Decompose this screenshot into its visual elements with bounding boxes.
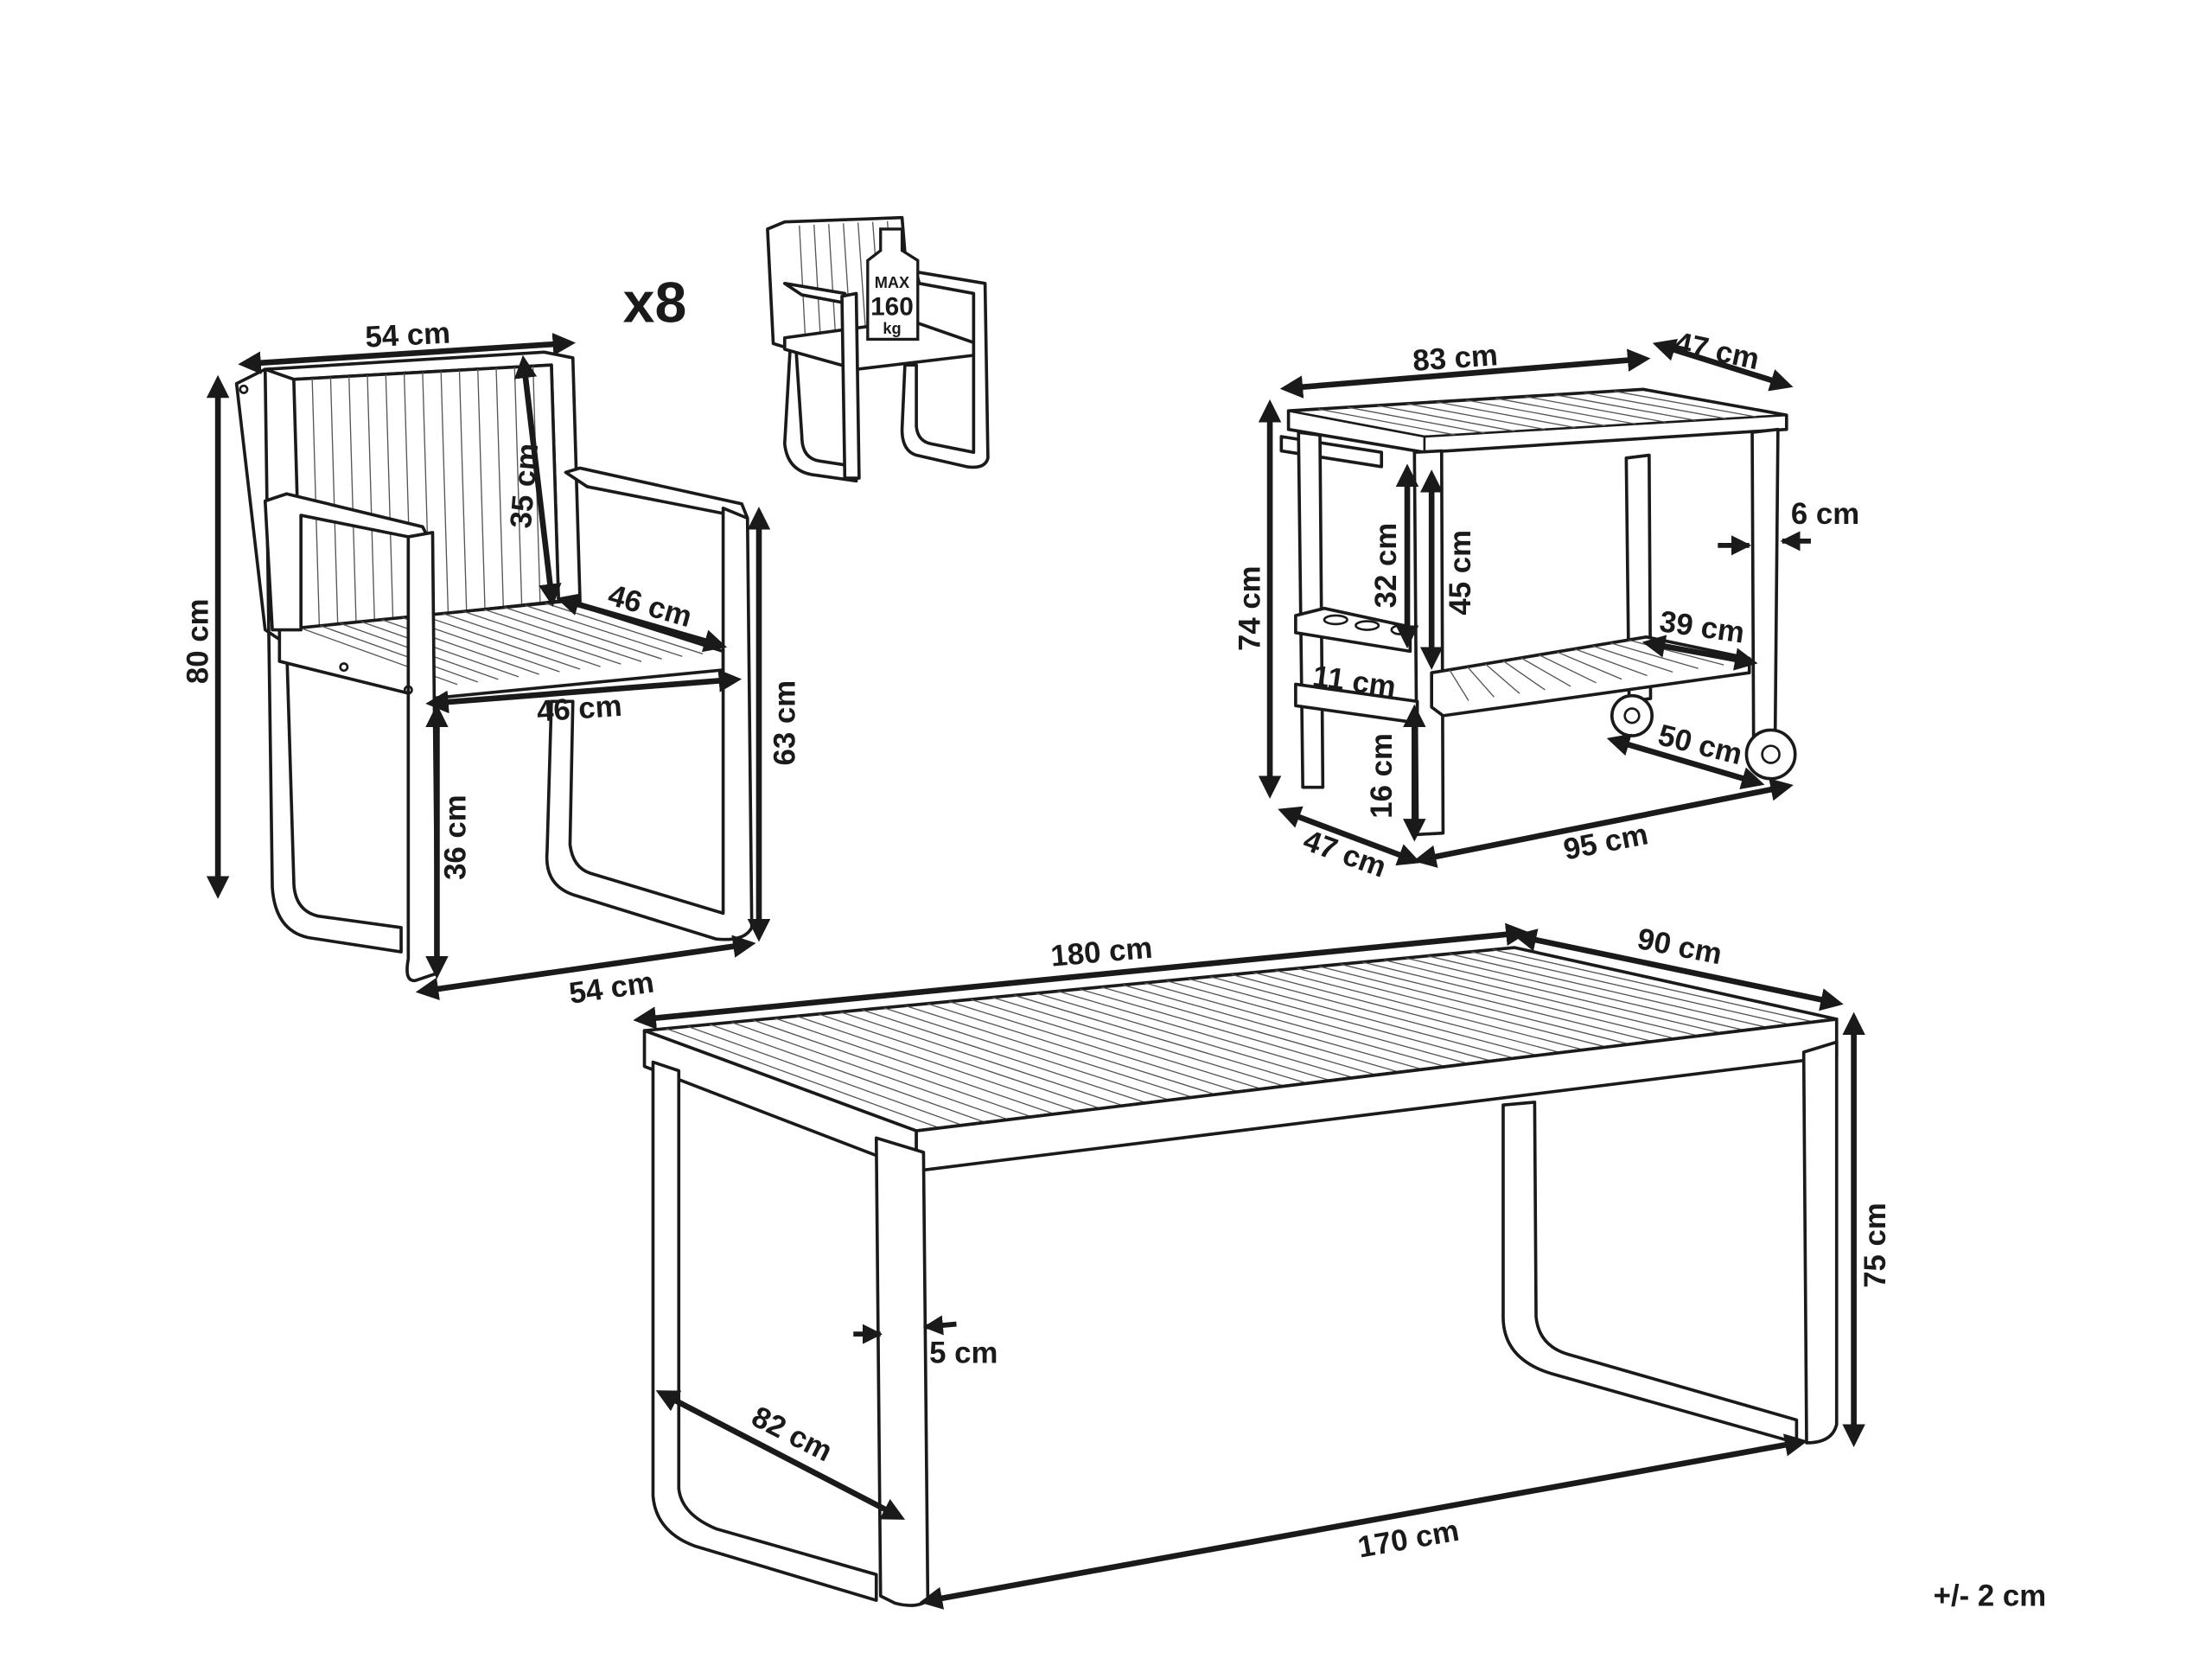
- dim-label: 45 cm: [1444, 530, 1477, 616]
- dim-label: 47 cm: [1672, 327, 1762, 377]
- slat-line: [1520, 657, 1571, 687]
- dim-label: 35 cm: [505, 442, 545, 530]
- slat-line: [1554, 393, 1697, 422]
- slat-line: [385, 373, 394, 620]
- slat-line: [753, 1019, 1032, 1118]
- dim-label: 6 cm: [1791, 498, 1859, 531]
- dim-label: 80 cm: [182, 598, 215, 684]
- slat-line: [1502, 660, 1546, 691]
- slat-line: [1484, 663, 1520, 694]
- max-load-value: 160: [870, 292, 914, 321]
- dim-label: 5 cm: [929, 1337, 998, 1369]
- slat-line: [1525, 395, 1667, 424]
- dim-label: 180 cm: [1049, 932, 1154, 973]
- slat-line: [462, 610, 622, 665]
- dim-label: 95 cm: [1561, 818, 1651, 866]
- slat-line: [813, 224, 821, 339]
- slat-line: [329, 377, 339, 626]
- slat-line: [666, 1028, 940, 1129]
- chair-quantity: x8: [623, 271, 687, 335]
- slat-line: [443, 612, 601, 667]
- max-load-unit: kg: [883, 320, 901, 337]
- slat-line: [796, 1015, 1078, 1113]
- slat-line: [818, 1013, 1101, 1109]
- slat-line: [709, 1024, 986, 1123]
- max-label: MAX: [875, 274, 909, 291]
- dim-label: 75 cm: [1859, 1203, 1892, 1288]
- dim-label: 83 cm: [1412, 339, 1499, 378]
- slat-line: [1556, 651, 1622, 680]
- dim-label: 63 cm: [768, 680, 801, 766]
- slat-line: [348, 376, 357, 624]
- dim-label: 74 cm: [1233, 565, 1266, 651]
- slat-line: [495, 367, 504, 608]
- chair-drawing: [234, 350, 754, 983]
- table-drawing: [642, 946, 1839, 1607]
- dim-label: 54 cm: [567, 966, 656, 1010]
- slat-line: [775, 1018, 1055, 1115]
- slat-line: [828, 224, 837, 336]
- dim-label: 54 cm: [365, 316, 451, 354]
- slat-line: [1465, 399, 1606, 427]
- slat-line: [1317, 408, 1455, 436]
- slat-line: [360, 621, 520, 678]
- slat-line: [730, 1021, 1009, 1120]
- dim-label: 16 cm: [1366, 733, 1399, 819]
- dim-label: 32 cm: [1370, 523, 1403, 609]
- slat-line: [1347, 406, 1485, 434]
- slat-line: [1539, 654, 1597, 684]
- dim-label: 36 cm: [440, 794, 473, 880]
- slat-line: [458, 370, 468, 612]
- slat-line: [1406, 403, 1546, 431]
- slat-line: [367, 375, 375, 622]
- cart-drawing: [1279, 387, 1797, 837]
- slat-line: [1574, 648, 1648, 677]
- slat-line: [1449, 669, 1469, 701]
- weight-capacity-badge: MAX 160 kg: [866, 227, 920, 341]
- dim-label: 46 cm: [536, 690, 623, 729]
- slat-line: [799, 225, 806, 341]
- slat-line: [1467, 666, 1495, 698]
- tolerance-note: +/- 2 cm: [1934, 1580, 2046, 1613]
- slat-line: [1436, 401, 1576, 429]
- slat-line: [687, 1025, 963, 1126]
- chair-thumbnail: MAX 160 kg: [766, 215, 990, 483]
- slat-line: [1495, 398, 1636, 425]
- slat-line: [477, 368, 486, 609]
- slat-line: [440, 371, 449, 614]
- slat-line: [1377, 405, 1515, 432]
- slat-line: [422, 615, 581, 670]
- slat-line: [857, 222, 866, 330]
